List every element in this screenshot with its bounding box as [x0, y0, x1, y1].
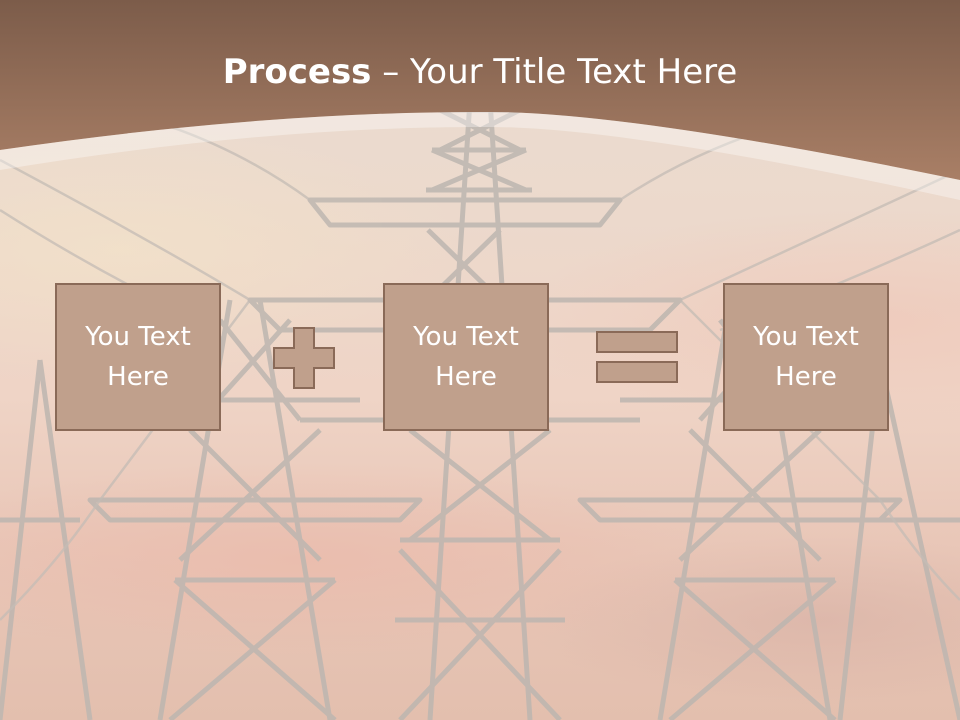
equals-icon [596, 331, 678, 383]
plus-icon [273, 327, 335, 389]
title-bold: Process [222, 52, 372, 92]
process-box-3: You Text Here [723, 283, 889, 431]
box-3-line-2: Here [775, 362, 837, 392]
header-band [0, 0, 960, 200]
box-1-line-2: Here [107, 362, 169, 392]
title-rest: – Your Title Text Here [371, 52, 738, 92]
slide-title: Process – Your Title Text Here [0, 52, 960, 92]
box-2-line-2: Here [435, 362, 497, 392]
process-box-2: You Text Here [383, 283, 549, 431]
box-3-line-1: You Text [753, 322, 859, 352]
box-2-line-1: You Text [413, 322, 519, 352]
box-1-line-1: You Text [85, 322, 191, 352]
process-box-1: You Text Here [55, 283, 221, 431]
